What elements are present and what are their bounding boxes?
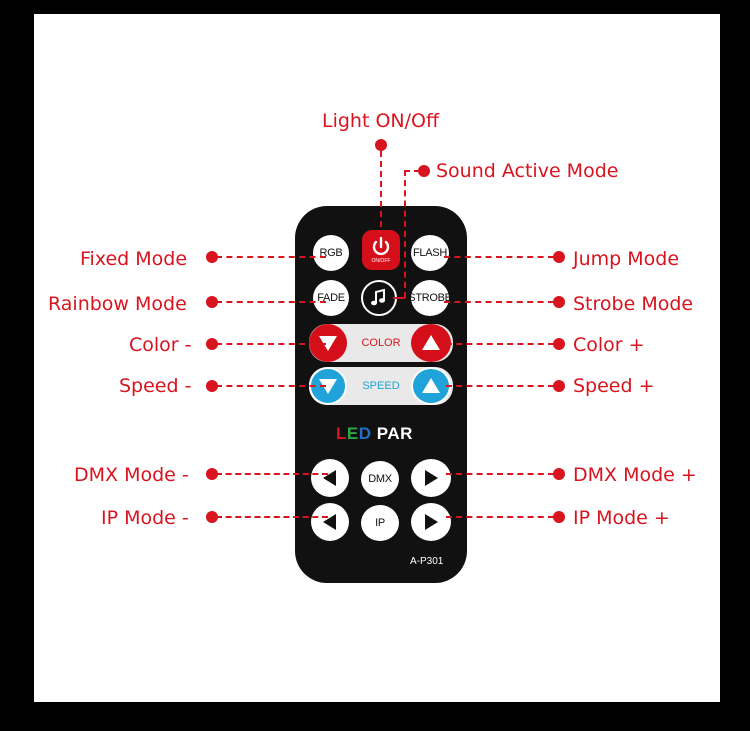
callout-dot [375, 139, 387, 151]
strobe-label: STROBE [408, 292, 452, 304]
connector-line [216, 385, 326, 387]
triangle-left-icon [323, 470, 336, 486]
callout-dot [206, 338, 218, 350]
dmx-button[interactable]: DMX [361, 461, 399, 497]
triangle-up-icon [422, 335, 440, 350]
connector-line [446, 385, 554, 387]
color-label: COLOR [361, 337, 401, 349]
callout-color-minus: Color - [129, 334, 192, 356]
callout-speed-plus: Speed + [573, 375, 655, 397]
callout-dot [206, 380, 218, 392]
callout-dot [553, 338, 565, 350]
connector-line [444, 256, 554, 258]
triangle-down-icon [319, 336, 337, 351]
callout-ip-minus: IP Mode - [101, 507, 189, 529]
connector-line [216, 256, 326, 258]
sound-button[interactable] [361, 280, 397, 316]
connector-line [393, 297, 405, 299]
callout-rainbow: Rainbow Mode [48, 293, 187, 315]
callout-power: Light ON/Off [322, 110, 440, 132]
connector-line [216, 343, 326, 345]
dmx-plus-button[interactable] [411, 459, 451, 497]
onoff-label: ON/OFF [371, 258, 391, 264]
connector-line [446, 473, 554, 475]
ip-label: IP [375, 517, 385, 529]
callout-dot [206, 511, 218, 523]
speed-plus-button[interactable] [411, 367, 451, 405]
callout-speed-minus: Speed - [119, 375, 192, 397]
rgb-button[interactable]: RGB [313, 235, 349, 271]
callout-dot [553, 296, 565, 308]
callout-fixed: Fixed Mode [80, 248, 188, 270]
fade-button[interactable]: FADE [313, 280, 349, 316]
triangle-left-icon [323, 514, 336, 530]
triangle-right-icon [425, 470, 438, 486]
color-plus-button[interactable] [411, 324, 451, 362]
callout-dot [553, 468, 565, 480]
ip-minus-button[interactable] [311, 503, 349, 541]
model-number: A-P301 [410, 556, 444, 567]
strobe-button[interactable]: STROBE [408, 280, 452, 316]
connector-line [380, 151, 382, 237]
dmx-label: DMX [368, 473, 392, 485]
callout-dot [418, 165, 430, 177]
ip-button[interactable]: IP [361, 505, 399, 541]
callout-ip-plus: IP Mode + [573, 507, 670, 529]
triangle-down-icon [319, 379, 337, 394]
callout-dot [553, 511, 565, 523]
dmx-minus-button[interactable] [311, 459, 349, 497]
ip-plus-button[interactable] [411, 503, 451, 541]
flash-button[interactable]: FLASH [411, 235, 449, 271]
connector-line [216, 473, 328, 475]
callout-sound: Sound Active Mode [436, 160, 619, 182]
triangle-right-icon [425, 514, 438, 530]
callout-dot [553, 251, 565, 263]
led-par-logo: LED PAR [336, 424, 413, 443]
callout-color-plus: Color + [573, 334, 645, 356]
connector-line [444, 301, 554, 303]
music-note-icon [371, 288, 385, 306]
callout-dot [206, 296, 218, 308]
connector-line [216, 301, 326, 303]
connector-line [404, 170, 420, 172]
callout-dot [206, 468, 218, 480]
callout-dmx-minus: DMX Mode - [74, 464, 189, 486]
connector-line [446, 516, 554, 518]
power-icon [372, 236, 390, 256]
connector-line [404, 170, 406, 298]
callout-strobe: Strobe Mode [573, 293, 694, 315]
speed-label: SPEED [362, 380, 400, 392]
triangle-up-icon [422, 378, 440, 393]
flash-label: FLASH [413, 247, 447, 259]
connector-line [446, 343, 554, 345]
callout-dmx-plus: DMX Mode + [573, 464, 697, 486]
callout-dot [206, 251, 218, 263]
callout-jump: Jump Mode [573, 248, 680, 270]
connector-line [216, 516, 328, 518]
callout-dot [553, 380, 565, 392]
